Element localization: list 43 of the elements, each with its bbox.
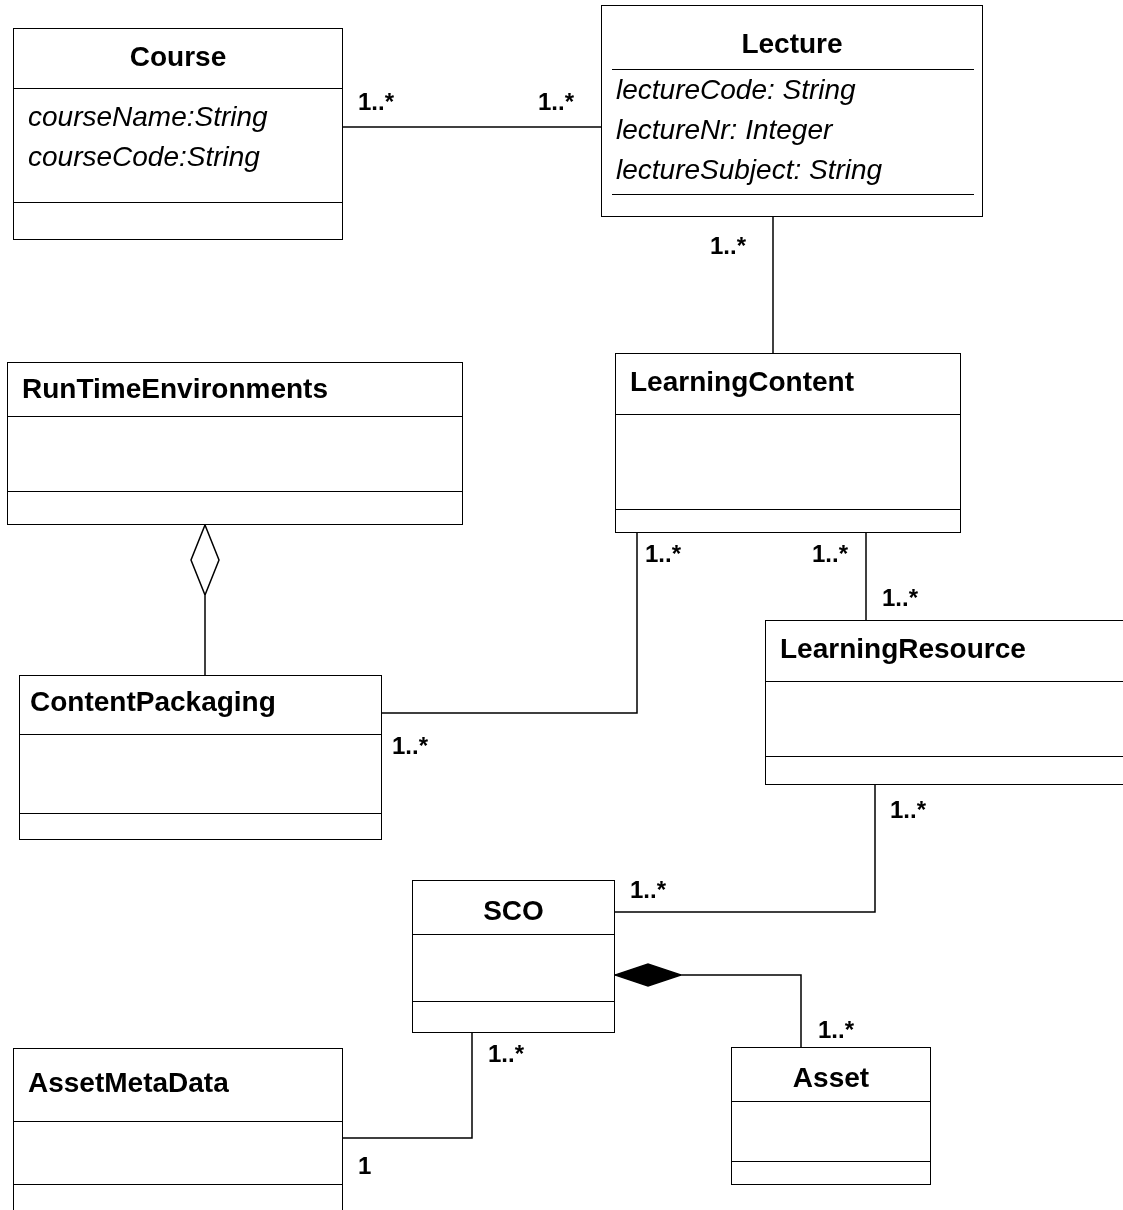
attribute-text: lectureCode: String: [616, 73, 856, 107]
class-name: LearningResource: [780, 633, 1026, 665]
attribute-text: courseCode:String: [28, 140, 260, 174]
attribute-text: courseName:String: [28, 100, 268, 134]
aggregation-line: [190, 524, 220, 676]
class-box: [601, 5, 983, 217]
class-box: [7, 362, 463, 525]
class-box: [731, 1047, 931, 1185]
multiplicity-label: 1..*: [882, 584, 919, 612]
attribute-text: lectureSubject: String: [616, 153, 883, 187]
class-box: [19, 675, 382, 840]
multiplicity-label: 1..*: [392, 732, 429, 760]
class-name: LearningContent: [630, 366, 854, 398]
composition-line: [614, 963, 802, 1048]
class-name: SCO: [483, 895, 544, 927]
multiplicity-label: 1: [358, 1152, 372, 1180]
multiplicity-label: 1..*: [358, 88, 395, 116]
association-line: [342, 126, 602, 128]
multiplicity-label: 1..*: [710, 232, 747, 260]
multiplicity-label: 1..*: [645, 540, 682, 568]
class-name: RunTimeEnvironments: [22, 373, 328, 405]
multiplicity-label: 1..*: [812, 540, 849, 568]
association-line: [342, 1032, 473, 1139]
multiplicity-label: 1..*: [538, 88, 575, 116]
class-name: Asset: [792, 1062, 870, 1094]
class-box: [13, 28, 343, 240]
class-name: AssetMetaData: [28, 1067, 229, 1099]
class-name: Course: [129, 41, 227, 73]
attribute-text: lectureNr: Integer: [616, 113, 833, 147]
association-line: [772, 216, 774, 354]
association-line: [614, 784, 876, 913]
class-box: [615, 353, 961, 533]
association-line: [865, 532, 867, 621]
multiplicity-label: 1..*: [630, 876, 667, 904]
class-box: [765, 620, 1123, 785]
association-line: [381, 532, 638, 714]
class-name: Lecture: [741, 28, 843, 60]
multiplicity-label: 1..*: [818, 1016, 855, 1044]
class-box: [13, 1048, 343, 1210]
multiplicity-label: 1..*: [488, 1040, 525, 1068]
multiplicity-label: 1..*: [890, 796, 927, 824]
class-name: ContentPackaging: [30, 686, 276, 718]
class-box: [412, 880, 615, 1033]
